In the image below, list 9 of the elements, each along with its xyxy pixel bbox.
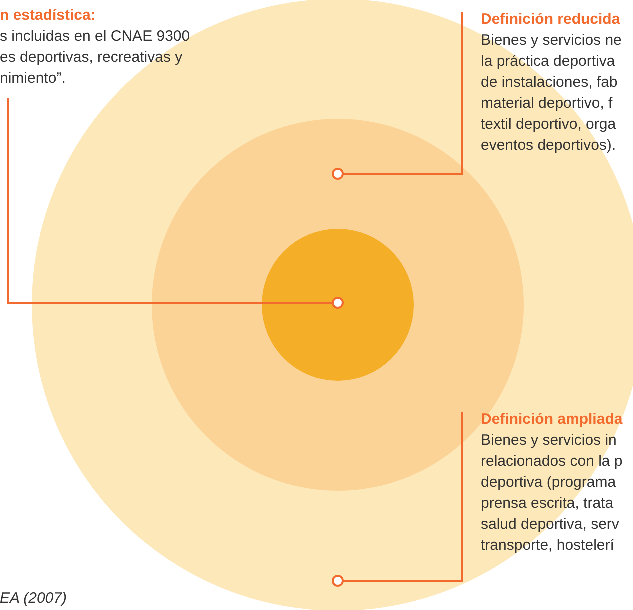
definition-text: s incluidas en el CNAE 9300 es deportivas, recreativas y nimiento”. <box>0 27 192 89</box>
source-caption: EA (2007) <box>0 589 67 609</box>
leader-line <box>7 98 344 309</box>
definition-heading: n estadística: <box>0 6 97 26</box>
definition-heading: Definición reducida <box>481 10 622 30</box>
definition-text: Bienes y servicios in relacionados con la p deportiva (programa prensa escrita, trata salud deportiva, serv transporte, hostelerí <box>481 431 624 556</box>
definition-heading: Definición ampliada <box>481 410 624 430</box>
definition-text: Bienes y servicios ne la práctica deportiva de instalaciones, fab material deportivo, f textil deportivo, orga eventos deportivos). <box>481 31 623 156</box>
leader-line <box>332 412 463 587</box>
